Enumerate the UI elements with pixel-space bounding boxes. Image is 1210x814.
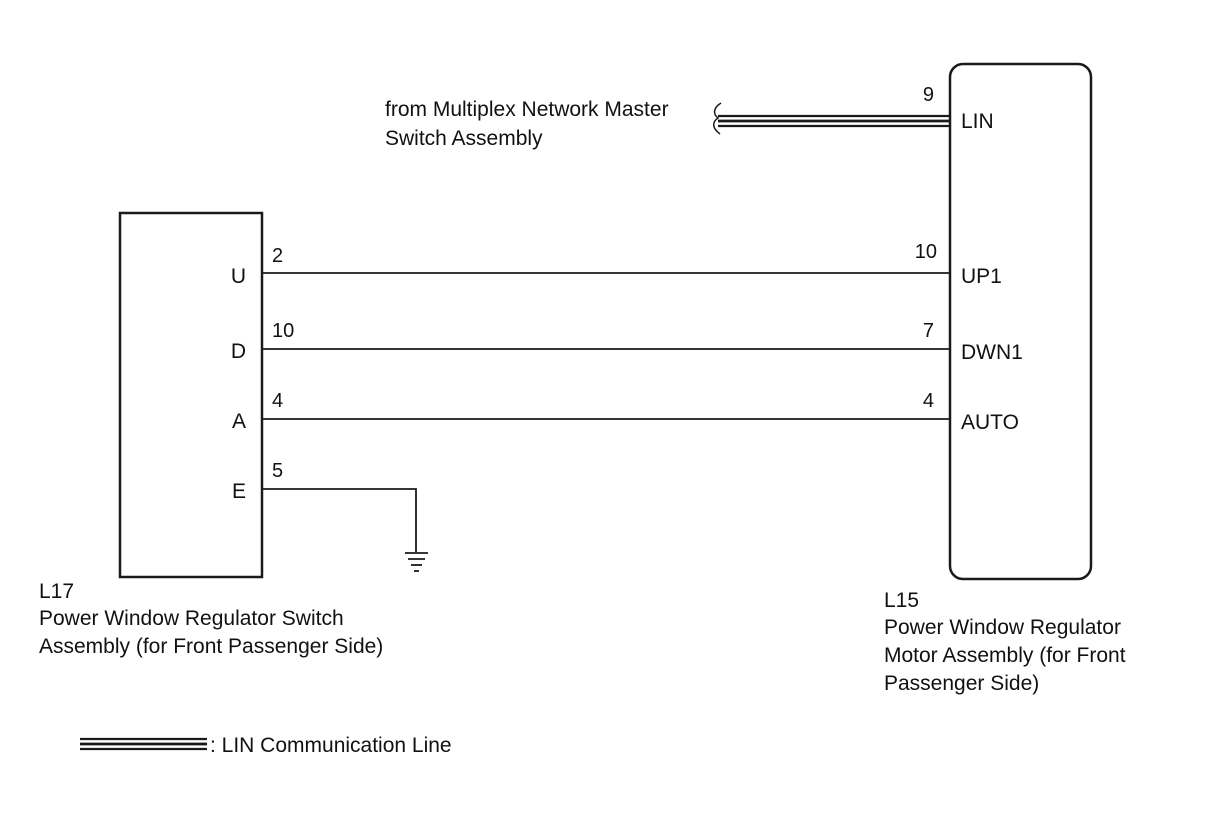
switch-pin-u: 2 <box>272 245 283 267</box>
motor-assembly-box <box>948 62 1093 581</box>
motor-name-line1: Power Window Regulator <box>884 616 1121 639</box>
lin-source-label-2: Switch Assembly <box>385 127 543 150</box>
switch-pin-d: 10 <box>272 320 294 342</box>
motor-pin-dwn1: 7 <box>923 320 934 342</box>
motor-pin-lin: 9 <box>923 84 934 106</box>
switch-terminal-d: D <box>231 340 246 363</box>
switch-pin-e: 5 <box>272 460 283 482</box>
ground-icon <box>405 552 428 572</box>
wire-break-symbol <box>713 102 722 135</box>
switch-pin-a: 4 <box>272 390 283 412</box>
motor-terminal-auto: AUTO <box>961 411 1019 434</box>
switch-terminal-e: E <box>232 480 246 503</box>
switch-terminal-u: U <box>231 265 246 288</box>
legend-lin-line-icon <box>80 737 207 751</box>
switch-assembly-box <box>118 211 264 579</box>
switch-terminal-a: A <box>232 410 246 433</box>
switch-name-line2: Assembly (for Front Passenger Side) <box>39 635 383 658</box>
motor-name-line3: Passenger Side) <box>884 672 1039 695</box>
motor-pin-up1: 10 <box>915 241 937 263</box>
motor-code: L15 <box>884 589 919 612</box>
motor-terminal-up1: UP1 <box>961 265 1002 288</box>
wire-e-ground <box>262 488 417 552</box>
legend-label: : LIN Communication Line <box>210 734 452 757</box>
lin-source-label: from Multiplex Network Master <box>385 98 669 121</box>
switch-code: L17 <box>39 580 74 603</box>
motor-terminal-lin: LIN <box>961 110 994 133</box>
lin-communication-wire <box>718 114 950 128</box>
switch-name-line1: Power Window Regulator Switch <box>39 607 344 630</box>
motor-pin-auto: 4 <box>923 390 934 412</box>
motor-terminal-dwn1: DWN1 <box>961 341 1023 364</box>
motor-name-line2: Motor Assembly (for Front <box>884 644 1126 667</box>
